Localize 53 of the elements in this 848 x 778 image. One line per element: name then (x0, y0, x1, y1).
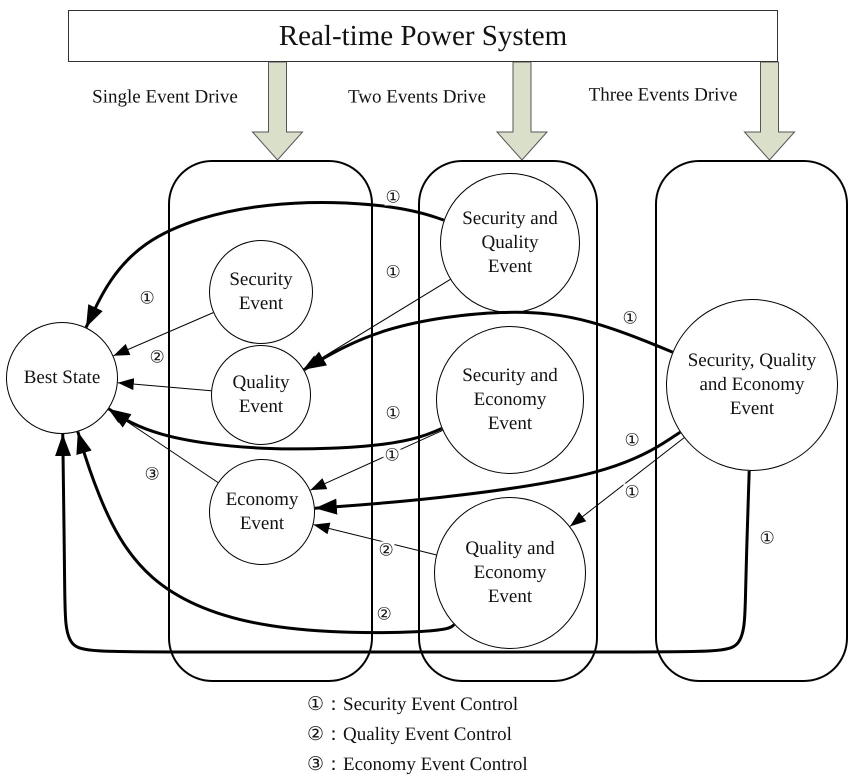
block-arrow (496, 62, 548, 161)
legend-entry: ③：Economy Event Control (307, 753, 528, 777)
block-arrow (251, 62, 304, 161)
control-number: ② (378, 542, 394, 558)
title-box (68, 10, 778, 62)
control-number: ① (384, 446, 400, 464)
arrow (108, 408, 442, 450)
arrow (112, 312, 214, 356)
node-label: Quality and Economy Event (464, 537, 556, 609)
arrow (570, 437, 685, 527)
arrow (303, 278, 451, 370)
arrow (314, 430, 681, 515)
control-number: ③ (144, 466, 160, 482)
node-label: Security Event (228, 268, 294, 316)
node-label: Economy Event (224, 488, 300, 536)
node-label: Quality Event (232, 371, 290, 419)
edge-label: Single Event Drive (92, 88, 238, 106)
event-circle (666, 299, 838, 471)
event-circle (211, 345, 311, 445)
control-number: ① (624, 484, 640, 500)
control-number: ① (622, 310, 638, 326)
event-circle (209, 240, 313, 344)
control-number: ① (624, 432, 640, 448)
title-text: Real-time Power System (278, 18, 568, 54)
arrow (55, 434, 751, 654)
node-label: Best State (24, 366, 100, 390)
control-number: ① (384, 404, 402, 422)
control-number: ① (138, 290, 156, 306)
legend-entry: ②：Quality Event Control (307, 723, 513, 747)
node-label: Security and Quality Event (461, 207, 559, 279)
event-circle (436, 326, 584, 474)
rounded-column-box (655, 160, 848, 682)
arrow (84, 201, 444, 328)
node-label: Security, Quality and Economy Event (686, 349, 818, 421)
control-number: ② (376, 606, 392, 622)
control-number: ① (384, 188, 402, 206)
block-arrow (743, 62, 796, 161)
arrow (310, 430, 444, 491)
legend-entry: ①：Security Event Control (307, 693, 520, 717)
arrow (303, 310, 674, 371)
event-circle (209, 459, 315, 565)
event-circle (440, 173, 580, 313)
node-label: Security and Economy Event (461, 364, 559, 436)
arrow (76, 431, 456, 634)
event-circle (434, 497, 586, 649)
rounded-column-box (168, 160, 373, 682)
arrow (312, 522, 437, 556)
control-number: ② (148, 348, 166, 366)
event-circle (6, 322, 118, 434)
arrow (117, 378, 212, 392)
rounded-column-box (418, 160, 598, 682)
control-number: ① (384, 264, 402, 280)
control-number: ① (758, 530, 776, 546)
